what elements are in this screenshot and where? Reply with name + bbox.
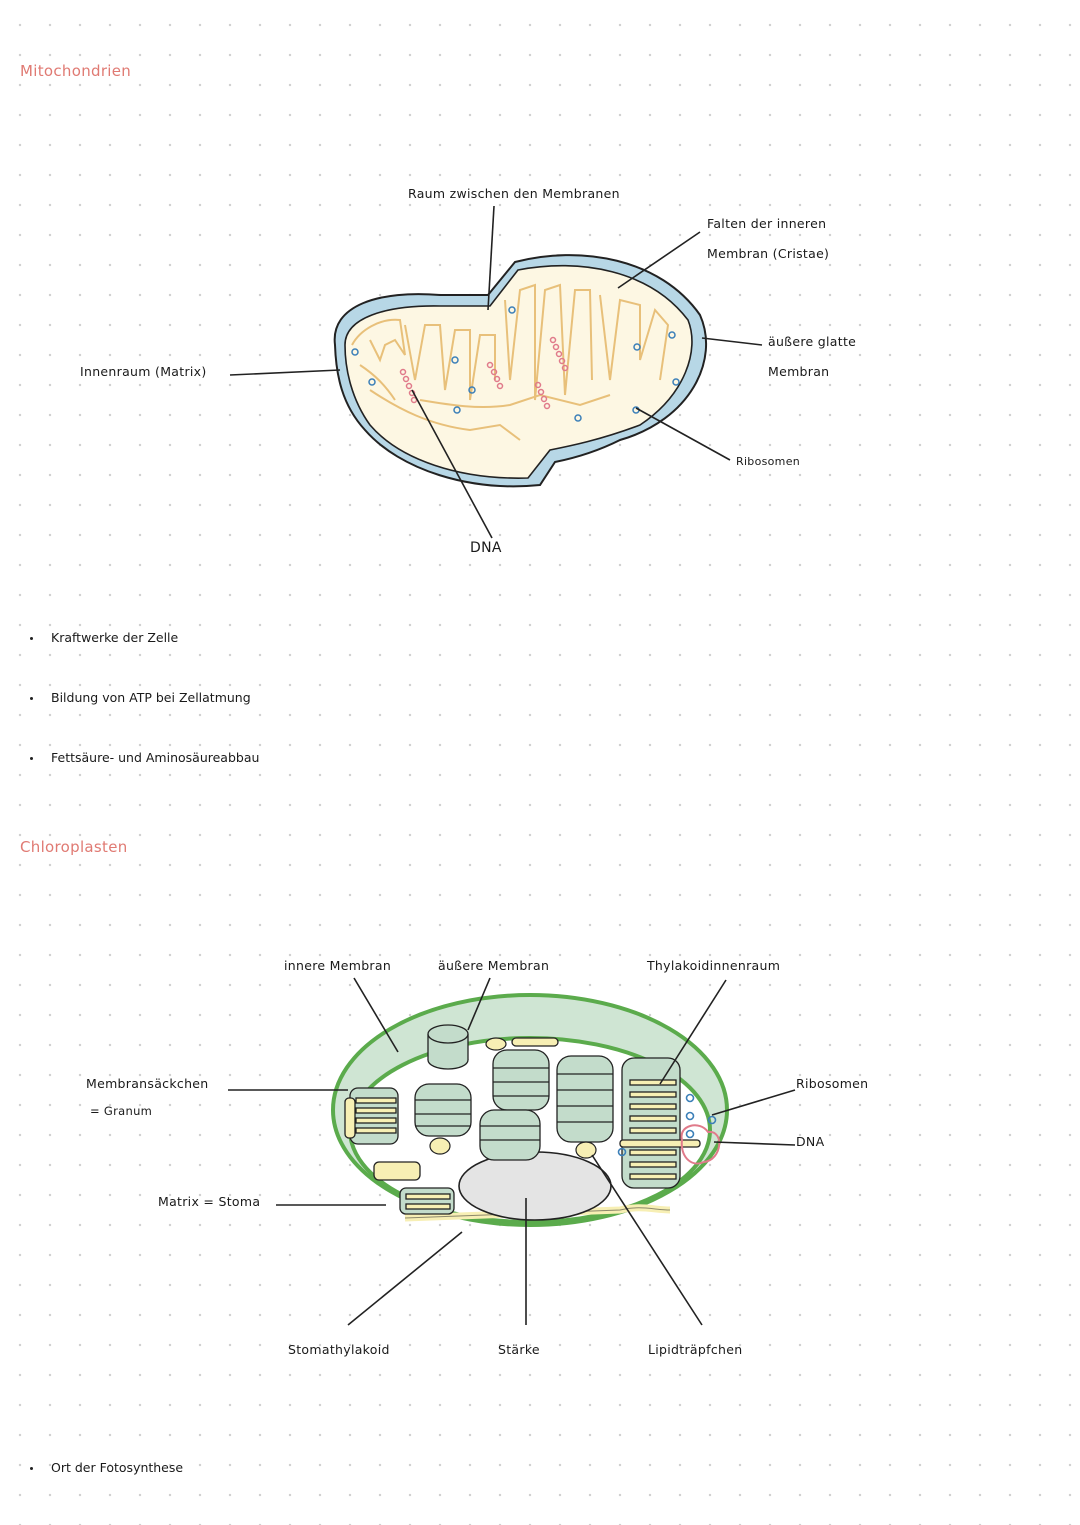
granum-center [479, 1109, 541, 1161]
mito-dna [399, 336, 569, 410]
label-mito-dna: DNA [470, 540, 502, 556]
label-cristae-line2: Membran (Cristae) [707, 246, 830, 261]
chloroplast-heading: Chloroplasten [20, 838, 128, 856]
label-outer-membrane-line2: Membran [768, 364, 830, 379]
label-starch: Stärke [498, 1342, 540, 1357]
label-stroma-thylakoid: Stomathylakoid [288, 1342, 390, 1357]
label-chloro-dna: DNA [796, 1134, 825, 1149]
label-granum-line1: Membransäckchen [86, 1076, 209, 1091]
granum-right [621, 1057, 681, 1189]
granum-left [349, 1087, 399, 1145]
bullet-icon [30, 637, 33, 640]
granum-lower-left [373, 1161, 455, 1215]
lipid-droplets [429, 1037, 597, 1159]
label-intermembrane-space: Raum zwischen den Membranen [408, 186, 620, 201]
fact-text: Kraftwerke der Zelle [51, 630, 179, 645]
label-outer-membrane: äußere Membran [438, 958, 550, 973]
bullet-icon [30, 697, 33, 700]
bullet-icon [30, 757, 33, 760]
label-cristae-line1: Falten der inneren [707, 216, 827, 231]
mitochondria-heading: Mitochondrien [20, 62, 132, 80]
granum-top [427, 1024, 469, 1070]
label-inner-membrane: innere Membran [284, 958, 392, 973]
fact-text: Bildung von ATP bei Zellatmung [51, 690, 251, 705]
label-matrix: Innenraum (Matrix) [80, 364, 207, 379]
granum-center-top [492, 1049, 550, 1111]
chloro-ribosomes [617, 1093, 717, 1157]
mito-fact-3: Fettsäure- und Aminosäureabbau [30, 750, 259, 765]
grana [344, 1024, 701, 1215]
label-lipid-droplets: Lipidträpfchen [648, 1342, 743, 1357]
label-stroma: Matrix = Stoma [158, 1194, 261, 1209]
fact-text: Ort der Fotosynthese [51, 1460, 184, 1475]
fact-text: Fettsäure- und Aminosäureabbau [51, 750, 260, 765]
chloro-dna [680, 1124, 721, 1165]
chloro-fact-1: Ort der Fotosynthese [30, 1460, 183, 1475]
starch-granule [458, 1151, 612, 1221]
granum-right-center [556, 1055, 614, 1143]
mito-fact-1: Kraftwerke der Zelle [30, 630, 178, 645]
mitochondrion-diagram [229, 205, 763, 539]
label-chloro-ribosomes: Ribosomen [796, 1076, 869, 1091]
mito-fact-2: Bildung von ATP bei Zellatmung [30, 690, 251, 705]
cristae [351, 283, 670, 441]
label-mito-ribosomes: Ribosomen [736, 455, 801, 468]
granum-mid-left [414, 1083, 472, 1137]
bullet-icon [30, 1467, 33, 1470]
label-thylakoid-lumen: Thylakoidinnenraum [647, 958, 781, 973]
label-granum-line2: = Granum [90, 1104, 153, 1118]
label-outer-membrane-line1: äußere glatte [768, 334, 857, 349]
